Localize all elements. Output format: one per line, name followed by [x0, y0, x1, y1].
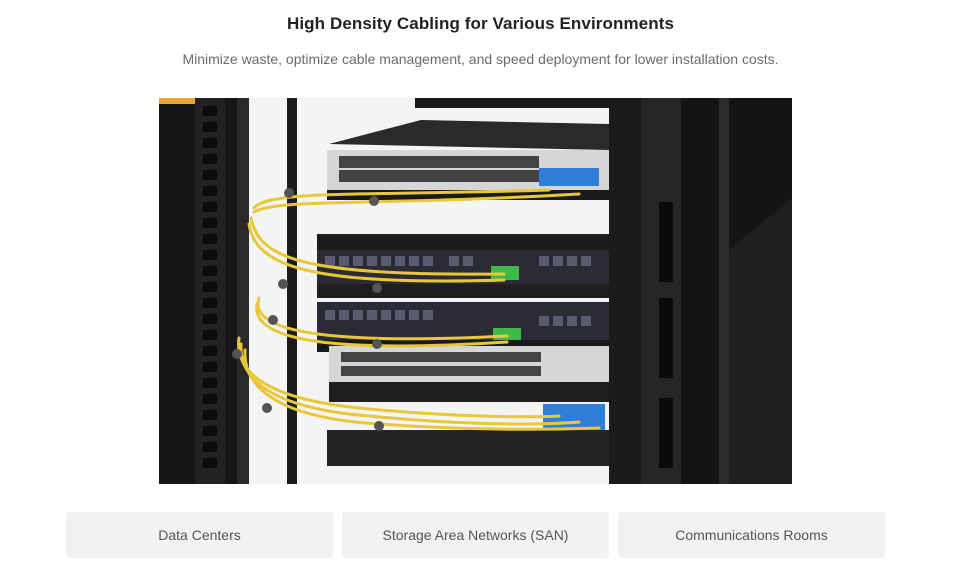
bottom-switch	[327, 346, 609, 466]
tab-data-centers[interactable]: Data Centers	[66, 512, 333, 558]
tab-storage-area-networks[interactable]: Storage Area Networks (SAN)	[342, 512, 609, 558]
patch-panel-1	[317, 234, 609, 298]
top-switch	[327, 120, 609, 200]
left-cable-manager	[159, 98, 297, 484]
environment-tabs: Data Centers Storage Area Networks (SAN)…	[66, 512, 885, 558]
rack-frame	[415, 98, 792, 484]
rack-cabling-photo	[159, 98, 792, 484]
page-title: High Density Cabling for Various Environ…	[286, 14, 675, 33]
tab-communications-rooms[interactable]: Communications Rooms	[618, 512, 885, 558]
page-subtitle: Minimize waste, optimize cable managemen…	[182, 51, 779, 67]
cable-clips	[232, 188, 384, 431]
fiber-cables	[237, 188, 601, 431]
